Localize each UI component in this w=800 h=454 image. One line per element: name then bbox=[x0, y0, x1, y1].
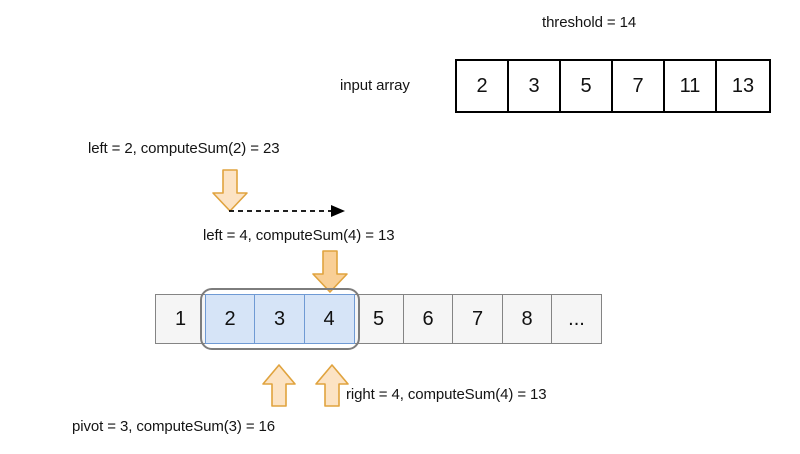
input-array-label: input array bbox=[340, 77, 410, 94]
index-array-cell: ... bbox=[551, 294, 602, 344]
pivot-label: pivot = 3, computeSum(3) = 16 bbox=[72, 418, 276, 435]
input-array-cell: 13 bbox=[717, 61, 769, 111]
dashed-transition-arrow-icon bbox=[229, 205, 345, 217]
up-arrow-icon-right bbox=[315, 364, 349, 407]
input-array: 2 3 5 7 11 13 bbox=[455, 59, 771, 113]
threshold-label: threshold = 14 bbox=[542, 14, 637, 31]
index-array-cell-selected: 3 bbox=[254, 294, 305, 344]
left-initial-label: left = 2, computeSum(2) = 23 bbox=[88, 140, 280, 157]
up-arrow-icon-pivot bbox=[262, 364, 296, 407]
left-updated-label: left = 4, computeSum(4) = 13 bbox=[203, 227, 395, 244]
down-arrow-icon-left-initial bbox=[212, 169, 248, 212]
index-array-cell: 7 bbox=[452, 294, 503, 344]
input-array-cell: 11 bbox=[665, 61, 717, 111]
input-array-cell: 2 bbox=[457, 61, 509, 111]
input-array-cell: 5 bbox=[561, 61, 613, 111]
index-array-cell-selected: 4 bbox=[303, 294, 355, 344]
input-array-cell: 7 bbox=[613, 61, 665, 111]
index-array-cell: 6 bbox=[402, 294, 454, 344]
down-arrow-icon-left-updated bbox=[312, 250, 348, 293]
index-array-cell: 8 bbox=[501, 294, 553, 344]
right-label: right = 4, computeSum(4) = 13 bbox=[346, 386, 547, 403]
index-array: 1 2 3 4 5 6 7 8 ... bbox=[155, 294, 602, 344]
index-array-cell-selected: 2 bbox=[204, 294, 256, 344]
input-array-cell: 3 bbox=[509, 61, 561, 111]
index-array-cell: 1 bbox=[155, 294, 206, 344]
index-array-cell: 5 bbox=[353, 294, 404, 344]
